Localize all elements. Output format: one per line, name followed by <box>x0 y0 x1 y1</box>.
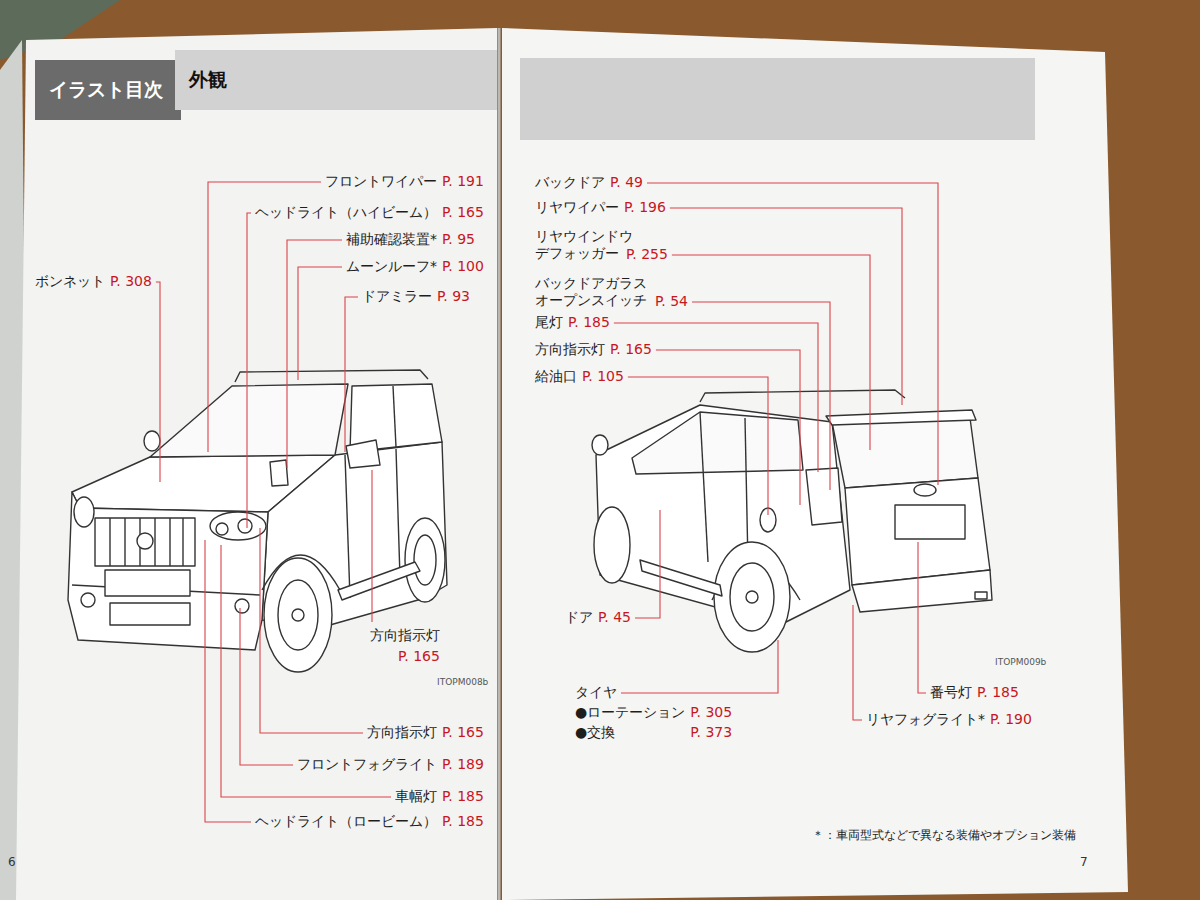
page-reference: P. 165 <box>610 341 652 359</box>
callout-label: ITOPM009b <box>995 657 1046 668</box>
leader-line <box>247 213 251 528</box>
callout-label: 尾灯 <box>535 314 563 332</box>
callout-label: ●ローテーション <box>575 704 685 722</box>
right-page <box>502 28 1128 900</box>
callout-label: リヤウインドウ デフォッガー <box>535 228 637 263</box>
leader-line <box>287 240 342 468</box>
callout-label: ITOPM008b <box>437 677 488 688</box>
page-reference: P. 165 <box>398 648 440 666</box>
leader-line <box>345 297 358 452</box>
page-reference: P. 93 <box>437 288 470 306</box>
callout-label: 補助確認装置* <box>346 231 437 249</box>
header-band <box>520 58 1035 140</box>
callout-label: 番号灯 <box>930 684 972 702</box>
callout-label: ボンネット <box>35 273 105 291</box>
leader-line <box>656 350 800 505</box>
page-reference: P. 54 <box>655 293 688 311</box>
callout-label: バックドア <box>535 174 605 192</box>
page-reference: P. 95 <box>442 231 475 249</box>
page-reference: P. 105 <box>582 368 624 386</box>
leader-line <box>628 377 768 515</box>
page-reference: P. 373 <box>690 724 732 742</box>
page-reference: P. 255 <box>626 246 668 264</box>
callout-label: ヘッドライト（ロービーム） <box>255 813 437 831</box>
callout-label: 方向指示灯 <box>535 341 605 359</box>
page-reference: P. 49 <box>610 174 643 192</box>
page-reference: P. 196 <box>624 199 666 217</box>
page-reference: P. 189 <box>442 756 484 774</box>
page-reference: P. 185 <box>442 788 484 806</box>
leader-line <box>670 208 902 405</box>
page-reference: P. 190 <box>990 711 1032 729</box>
leader-line <box>240 608 293 765</box>
callout-label: フロントワイパー <box>325 173 437 191</box>
callout-label: フロントフォグライト <box>297 756 437 774</box>
leader-line <box>205 540 251 822</box>
page-reference: P. 308 <box>110 273 152 291</box>
callout-label: リヤワイパー <box>535 199 619 217</box>
page-reference: P. 45 <box>598 609 631 627</box>
leader-line <box>208 182 321 452</box>
leader-line <box>853 605 862 720</box>
callout-label: 車幅灯 <box>395 788 437 806</box>
leader-line <box>635 510 660 618</box>
callout-label: 6 <box>8 855 16 870</box>
leader-line <box>260 528 363 733</box>
page-reference: P. 185 <box>977 684 1019 702</box>
leader-line <box>918 542 926 693</box>
header-text: イラスト目次 <box>49 77 163 103</box>
book-gutter <box>498 28 501 900</box>
page-reference: P. 165 <box>442 724 484 742</box>
callout-label: ムーンルーフ* <box>346 258 437 276</box>
callout-label: タイヤ <box>575 684 617 702</box>
leader-line <box>621 640 778 693</box>
page-reference: P. 185 <box>568 314 610 332</box>
callout-label: 7 <box>1080 855 1088 870</box>
left-page <box>16 28 497 900</box>
page-reference: P. 305 <box>690 704 732 722</box>
header-band: 外観 <box>175 50 497 110</box>
front-car-drawing <box>68 370 447 672</box>
callout-label: リヤフォグライト* <box>866 711 985 729</box>
rear-car-drawing <box>592 390 992 652</box>
callout-label: 給油口 <box>535 368 577 386</box>
callout-label: ドア <box>565 609 593 627</box>
leader-line <box>298 267 342 380</box>
page-reference: P. 100 <box>442 258 484 276</box>
callout-label: ●交換 <box>575 724 615 742</box>
callout-label: ＊：車両型式などで異なる装備やオプション装備 <box>812 828 1076 843</box>
leader-line <box>692 302 830 490</box>
header-text: 外観 <box>189 67 227 93</box>
header-band: イラスト目次 <box>35 60 181 120</box>
callout-label: 方向指示灯 <box>370 627 440 645</box>
callout-label: 方向指示灯 <box>367 724 437 742</box>
callout-label: ドアミラー <box>362 288 432 306</box>
callout-label: バックドアガラス オープンスイッチ <box>535 275 651 310</box>
page-reference: P. 185 <box>442 813 484 831</box>
page-reference: P. 165 <box>442 204 484 222</box>
leader-line <box>156 282 160 482</box>
leader-line <box>371 470 372 622</box>
page-reference: P. 191 <box>442 173 484 191</box>
leader-line <box>647 183 938 485</box>
callout-label: ヘッドライト（ハイビーム） <box>255 204 437 222</box>
leader-line <box>672 255 870 450</box>
